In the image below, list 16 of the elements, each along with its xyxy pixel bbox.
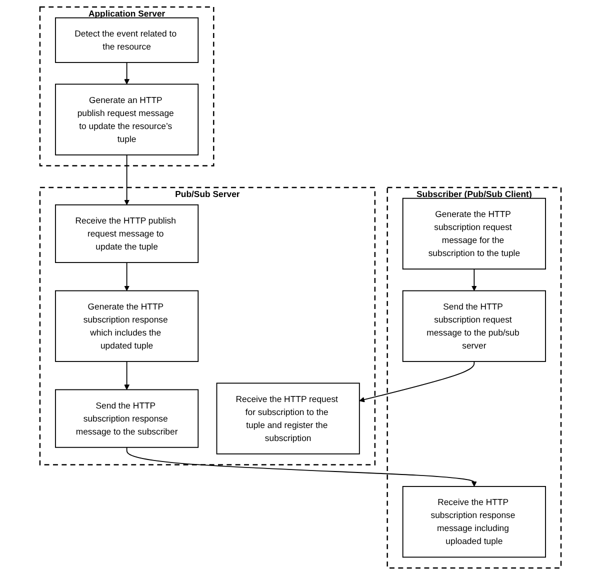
- arrow: [470, 268, 476, 291]
- node-box: Receive the HTTP subscription response message including uploaded tuple: [402, 486, 546, 558]
- arrow: [126, 446, 476, 487]
- node-box: Generate the HTTP subscription response which includes the updated tuple: [54, 290, 198, 362]
- arrow: [124, 62, 130, 84]
- node-box: Generate the HTTP subscription request message for the subscription to the tuple: [402, 198, 546, 270]
- arrow: [358, 361, 474, 402]
- arrow: [124, 154, 130, 206]
- node-box: Receive the HTTP request for subscription to the tuple and register the subscription: [216, 382, 360, 454]
- node-box: Detect the event related to the resource: [54, 17, 198, 63]
- node-box: Generate an HTTP publish request message to update the resource’s tuple: [54, 84, 198, 156]
- node-box: Send the HTTP subscription request message to the pub/sub server: [402, 290, 546, 362]
- node-box: Send the HTTP subscription response message to the subscriber: [54, 389, 198, 448]
- arrow: [124, 262, 130, 291]
- arrow: [124, 361, 130, 390]
- node-box: Receive the HTTP publish request message to update the tuple: [54, 204, 198, 263]
